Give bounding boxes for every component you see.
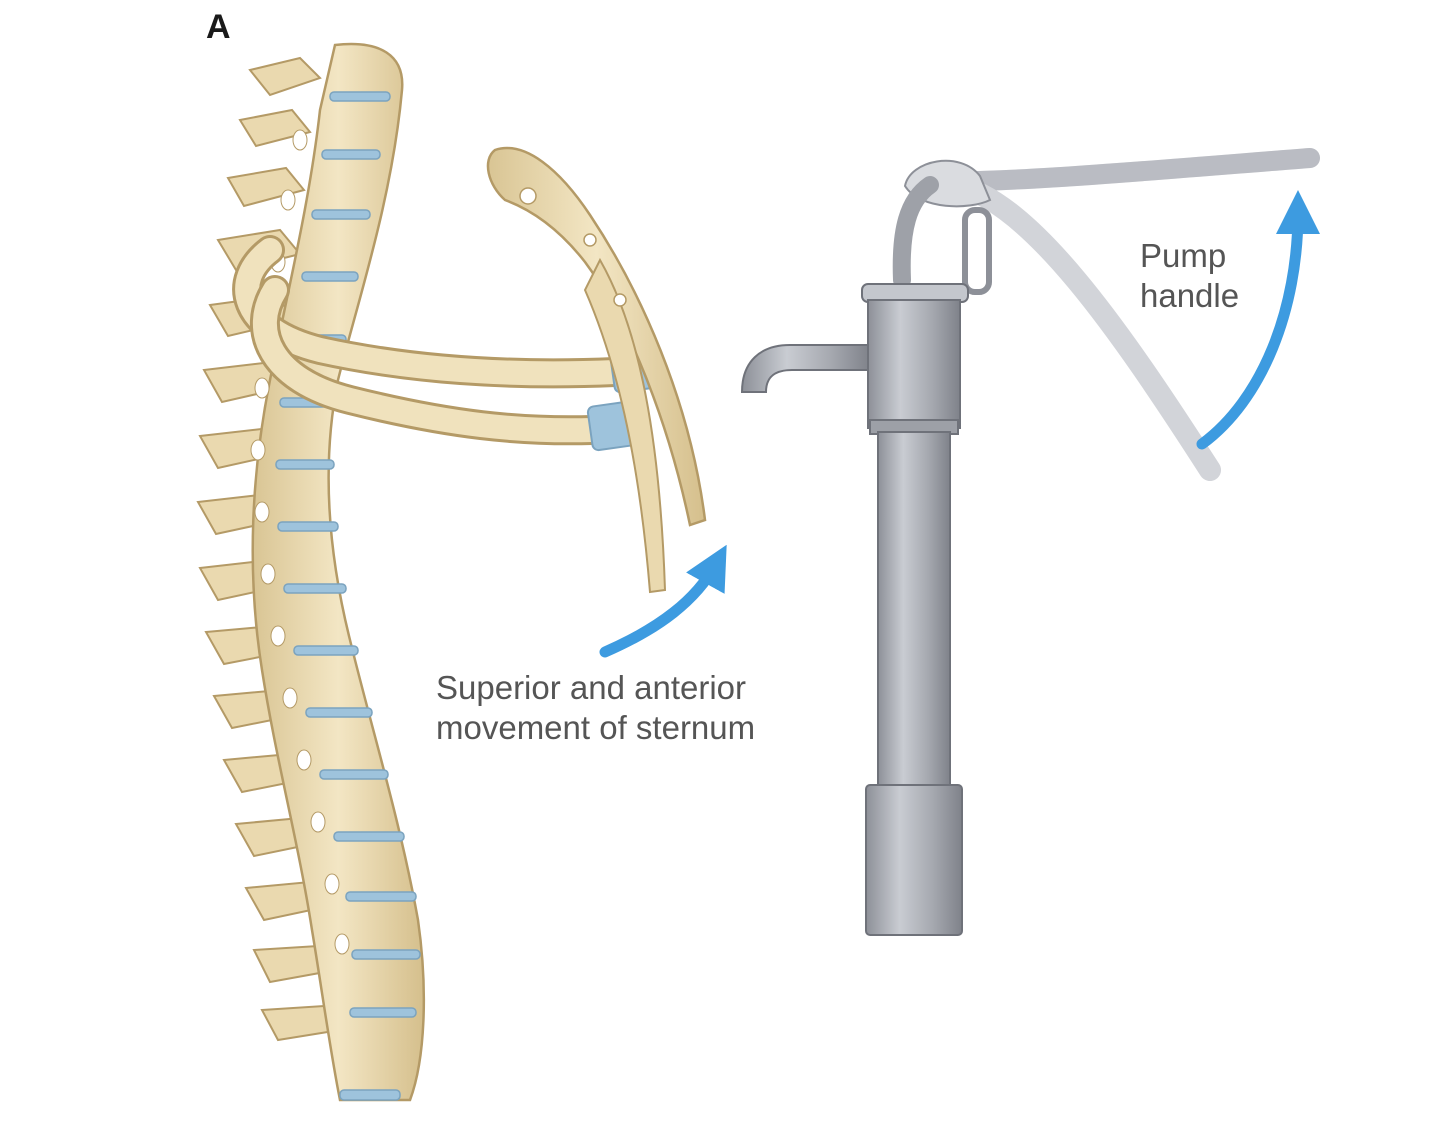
- sternum-movement-label-line2: movement of sternum: [436, 708, 756, 746]
- pump-cylinder: [867, 299, 961, 429]
- sternum-movement-label-line1: Superior and anterior: [436, 669, 747, 706]
- pump-handle-label: Pump handle: [1140, 236, 1239, 315]
- pump-handle-arrow: [1196, 190, 1320, 450]
- intervertebral-foramina: [250, 129, 350, 955]
- intervertebral-discs: [275, 91, 421, 1101]
- sternum: [486, 146, 707, 594]
- sternum-movement-arrow: [599, 544, 727, 658]
- pump-handle-label-line2: handle: [1140, 276, 1240, 314]
- pump-pipe: [877, 431, 951, 793]
- water-pump: [740, 148, 1320, 936]
- sternum-movement-label: Superior and anterior movement of sternu…: [436, 668, 755, 747]
- pump-spout: [740, 344, 871, 393]
- thoracic-spine: [196, 42, 426, 1102]
- panel-label: A: [206, 8, 231, 46]
- pump-base: [865, 784, 963, 936]
- pump-handle-label-line1: Pump: [1140, 237, 1227, 274]
